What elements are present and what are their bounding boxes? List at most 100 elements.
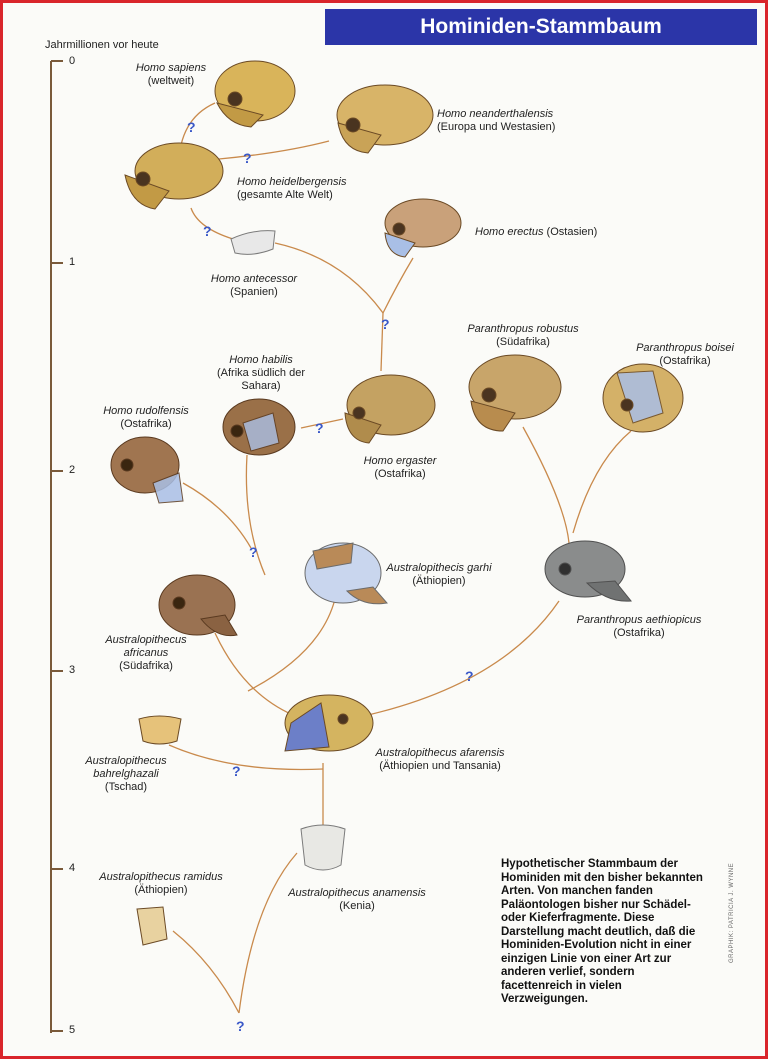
tree-graphic: [50, 60, 684, 1033]
skull-homo-sapiens: [214, 60, 296, 128]
species-region: (Europa und Westasien): [437, 121, 556, 133]
question-mark: ?: [187, 119, 196, 135]
branch-ergaster-up: [380, 312, 384, 372]
species-name: Australopithecus: [85, 755, 167, 767]
skull-homo-erectus: [384, 198, 462, 258]
label-homo-neanderthalensis: Homo neanderthalensis (Europa und Westas…: [437, 108, 555, 134]
species-name: Paranthropus aethiopicus: [576, 614, 702, 626]
branch-aethiopicus-robustus: [522, 426, 570, 544]
species-region: (Ostasien): [546, 226, 598, 238]
species-region: (Äthiopien und Tansania): [379, 760, 501, 772]
branch-bahrelghazali: [168, 744, 324, 771]
species-region: (Äthiopien): [134, 884, 188, 896]
species-name: Australopithecus afarensis: [375, 747, 505, 759]
axis-label: Jahrmillionen vor heute: [45, 39, 159, 51]
species-name: Australopithecus: [105, 634, 187, 646]
skull-homo-ergaster: [344, 374, 436, 444]
branch-antecessor-heidelbergensis: [190, 207, 234, 240]
species-region: (Ostafrika): [659, 355, 711, 367]
species-name: Paranthropus boisei: [636, 342, 734, 354]
species-name: Australopithecis garhi: [386, 562, 492, 574]
species-region-cont: Sahara): [241, 380, 281, 392]
branch-habilis-ergaster: [300, 418, 344, 429]
label-homo-sapiens: Homo sapiens (weltweit): [121, 62, 221, 88]
question-mark: ?: [465, 668, 474, 684]
branch-afarensis-aethiopicus: [367, 600, 560, 716]
label-homo-erectus: Homo erectus (Ostasien): [475, 226, 597, 239]
question-mark: ?: [315, 420, 324, 436]
skull-paranthropus-aethiopicus: [544, 540, 632, 602]
time-axis: [50, 60, 63, 1033]
skull-paranthropus-robustus: [468, 354, 562, 432]
tick-0: 0: [69, 55, 76, 67]
species-region: (weltweit): [147, 75, 195, 87]
skull-australopithecus-ramidus: [136, 906, 168, 946]
tick-2: 2: [69, 464, 76, 476]
question-mark: ?: [249, 544, 258, 560]
label-australopithecus-ramidus: Australopithecus ramidus (Äthiopien): [91, 871, 231, 897]
species-name: Homo antecessor: [210, 273, 298, 285]
question-mark: ?: [203, 223, 212, 239]
skull-homo-habilis: [222, 398, 296, 456]
branch-erectus: [382, 257, 414, 314]
label-australopithecus-bahrelghazali: Australopithecus bahrelghazali (Tschad): [71, 755, 181, 794]
label-homo-rudolfensis: Homo rudolfensis (Ostafrika): [91, 405, 201, 431]
species-region: (gesamte Alte Welt): [237, 189, 333, 201]
branch-aethiopicus-boisei: [572, 430, 632, 534]
branch-afarensis-africanus: [214, 632, 294, 716]
question-mark: ?: [243, 150, 252, 166]
species-name: Homo ergaster: [363, 455, 437, 467]
label-paranthropus-aethiopicus: Paranthropus aethiopicus (Ostafrika): [565, 614, 713, 640]
species-region: (Spanien): [230, 286, 278, 298]
branch-garhi-habilis: [245, 454, 266, 576]
label-australopithecus-africanus: Australopithecus africanus (Südafrika): [91, 634, 201, 673]
species-region: (Ostafrika): [120, 418, 172, 430]
species-name: Homo heidelbergensis: [237, 176, 347, 188]
species-name-cont: bahrelghazali: [93, 768, 159, 780]
species-region: (Afrika südlich der: [216, 367, 306, 379]
species-name: Australopithecus anamensis: [288, 887, 426, 899]
species-name: Homo sapiens: [135, 62, 207, 74]
branch-antecessor: [274, 242, 384, 314]
species-region: (Ostafrika): [374, 468, 426, 480]
tick-5: 5: [69, 1024, 76, 1036]
label-homo-ergaster: Homo ergaster (Ostafrika): [345, 455, 455, 481]
species-name: Paranthropus robustus: [467, 323, 579, 335]
branch-ramidus: [172, 930, 240, 1014]
skull-homo-neanderthalensis: [336, 84, 434, 154]
branch-heidelbergensis-neanderthal: [218, 140, 330, 160]
tick-4: 4: [69, 862, 76, 874]
title: Hominiden-Stammbaum: [420, 15, 662, 38]
label-australopithecus-afarensis: Australopithecus afarensis (Äthiopien un…: [365, 747, 515, 773]
species-region: (Ostafrika): [613, 627, 665, 639]
tick-1: 1: [69, 256, 76, 268]
skull-australopithecus-bahrelghazali: [138, 715, 182, 745]
species-name: Homo erectus: [475, 226, 544, 238]
species-name: Homo rudolfensis: [103, 405, 189, 417]
species-name: Homo habilis: [229, 354, 293, 366]
branch-rudolfensis: [182, 482, 252, 549]
species-name-cont: africanus: [123, 647, 169, 659]
species-region: (Kenia): [339, 900, 375, 912]
label-paranthropus-boisei: Paranthropus boisei (Ostafrika): [627, 342, 743, 368]
tick-3: 3: [69, 664, 76, 676]
label-homo-heidelbergensis: Homo heidelbergensis (gesamte Alte Welt): [237, 176, 346, 202]
species-name: Australopithecus ramidus: [99, 871, 223, 883]
skull-australopithecus-anamensis: [300, 824, 346, 871]
species-region: (Südafrika): [119, 660, 173, 672]
skull-australopithecus-afarensis: [284, 694, 374, 752]
description-note: Hypothetischer Stammbaum der Hominiden m…: [501, 858, 703, 1005]
branch-heidelbergensis-sapiens: [180, 102, 216, 146]
branch-anamensis-root: [238, 852, 298, 1014]
species-name: Homo neanderthalensis: [437, 108, 554, 120]
species-region: (Äthiopien): [412, 575, 466, 587]
question-mark: ?: [236, 1018, 245, 1034]
title-bar: Hominiden-Stammbaum: [325, 9, 757, 45]
skull-australopithecus-africanus: [158, 574, 238, 637]
label-australopithecis-garhi: Australopithecis garhi (Äthiopien): [377, 562, 501, 588]
skull-homo-heidelbergensis: [124, 142, 224, 210]
branch-afarensis-garhi: [247, 598, 336, 692]
label-homo-antecessor: Homo antecessor (Spanien): [199, 273, 309, 299]
question-mark: ?: [381, 316, 390, 332]
